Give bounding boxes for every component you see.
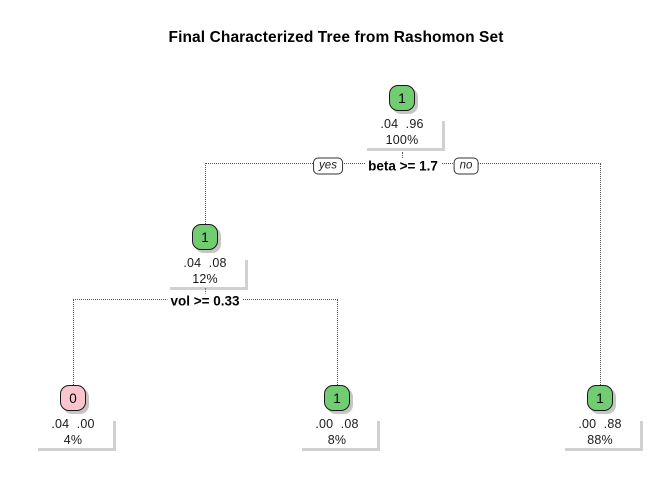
node-class-badge: 1: [324, 385, 350, 411]
node-percent: 12%: [192, 272, 218, 286]
node-percent: 100%: [385, 133, 419, 147]
node-stats: .00 .08 8%: [297, 416, 377, 448]
node-class-badge: 1: [587, 385, 613, 411]
connector-root-to-right-leaf: [600, 163, 601, 385]
node-stats: .04 .96 100%: [362, 116, 442, 148]
connector-root-stem: [402, 152, 403, 164]
node-class-badge: 1: [192, 224, 218, 250]
node-percent: 8%: [327, 433, 347, 447]
connector-root-to-left: [205, 163, 206, 224]
node-probabilities: .04 .96: [380, 117, 424, 131]
split-condition-left[interactable]: vol >= 0.33: [167, 293, 243, 309]
node-class-badge: 0: [60, 385, 86, 411]
edge-label-yes[interactable]: yes: [313, 157, 343, 175]
node-percent: 88%: [587, 433, 613, 447]
node-probabilities: .00 .08: [315, 417, 359, 431]
node-percent: 4%: [63, 433, 83, 447]
node-stats: .04 .00 4%: [33, 416, 113, 448]
node-stats: .00 .88 88%: [560, 416, 640, 448]
node-class-badge: 1: [389, 85, 415, 111]
split-condition-root[interactable]: beta >= 1.7: [365, 158, 441, 174]
page-title: Final Characterized Tree from Rashomon S…: [168, 29, 504, 46]
node-probabilities: .04 .08: [183, 256, 227, 270]
connector-left-to-leaf-left: [73, 299, 74, 385]
connector-left-to-leaf-mid: [337, 299, 338, 385]
node-probabilities: .04 .00: [51, 417, 95, 431]
node-probabilities: .00 .88: [578, 417, 622, 431]
node-stats: .04 .08 12%: [165, 255, 245, 287]
edge-label-no[interactable]: no: [453, 157, 479, 175]
